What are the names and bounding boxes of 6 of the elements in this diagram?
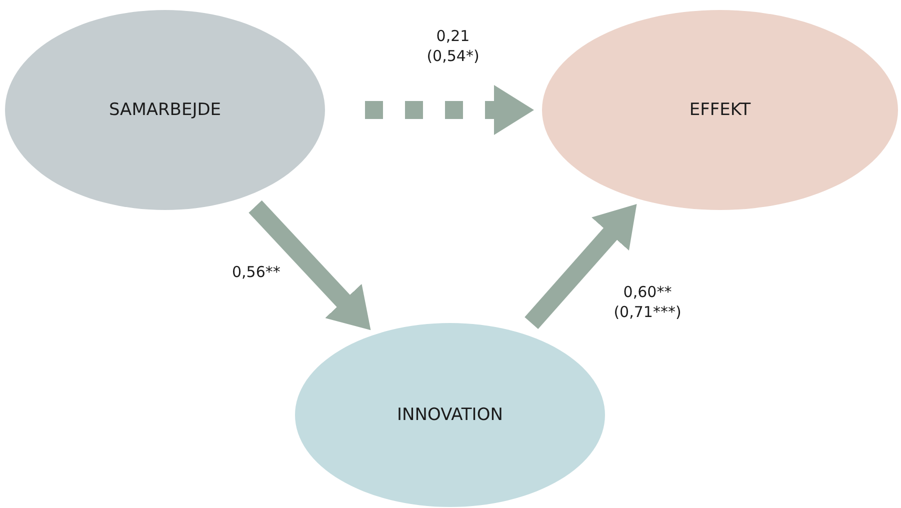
arrow xyxy=(365,85,534,135)
arrow xyxy=(524,204,637,330)
arrow xyxy=(248,200,371,330)
node-label: INNOVATION xyxy=(397,405,503,425)
node-label: SAMARBEJDE xyxy=(108,100,222,120)
node-label: EFFEKT xyxy=(689,100,751,120)
